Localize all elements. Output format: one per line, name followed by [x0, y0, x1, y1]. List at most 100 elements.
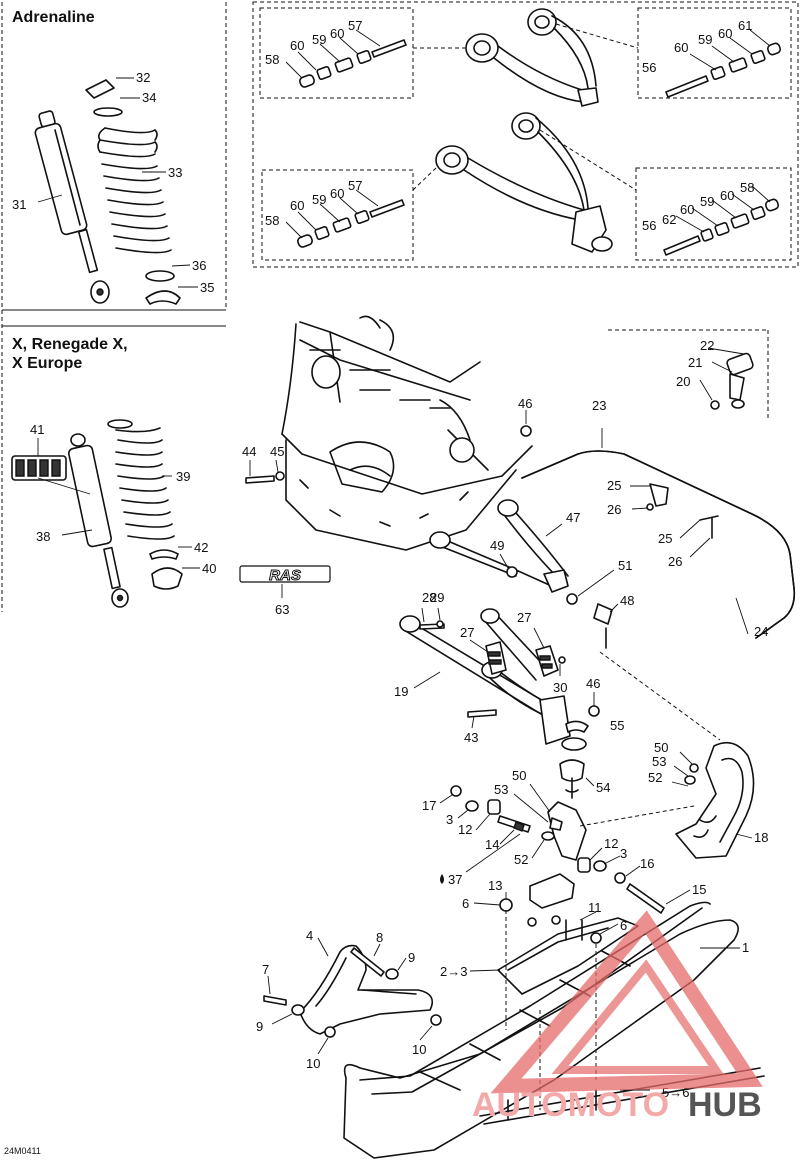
callout-3-b: 3 [620, 846, 627, 861]
panel-frames [1, 1, 799, 612]
callout-6-b: 6 [620, 918, 627, 933]
spindle-assembly [513, 651, 721, 861]
callout-23: 23 [592, 398, 606, 413]
callout-2-to-3: 2→3 [440, 964, 467, 979]
upper-arm-47 [245, 410, 619, 649]
callout-31: 31 [12, 197, 26, 212]
callout-60-c1: 60 [290, 198, 304, 213]
callout-30: 30 [553, 680, 567, 695]
callout-50-a: 50 [512, 768, 526, 783]
callout-26-b: 26 [668, 554, 682, 569]
callout-56-b: 56 [642, 60, 656, 75]
callout-17: 17 [422, 798, 436, 813]
callout-47: 47 [566, 510, 580, 525]
callout-46-b: 46 [586, 676, 600, 691]
callout-59-b: 59 [698, 32, 712, 47]
section-title-x-models-2: X Europe [12, 355, 82, 372]
callout-26-a: 26 [607, 502, 621, 517]
callout-6-a: 6 [462, 896, 469, 911]
ski-leg-4 [263, 937, 442, 1055]
section-title-adrenaline: Adrenaline [12, 9, 95, 26]
callout-39: 39 [176, 469, 190, 484]
callout-60-d1: 60 [680, 202, 694, 217]
callout-40: 40 [202, 561, 216, 576]
callout-34: 34 [142, 90, 156, 105]
callout-32: 32 [136, 70, 150, 85]
hardware-box-b [665, 29, 782, 98]
callout-60-a2: 60 [330, 26, 344, 41]
callout-55: 55 [610, 718, 624, 733]
callout-42: 42 [194, 540, 208, 555]
callout-45: 45 [270, 444, 284, 459]
callout-60-a1: 60 [290, 38, 304, 53]
callout-44: 44 [242, 444, 256, 459]
callout-60-b1: 60 [674, 40, 688, 55]
adrenaline-shock-assembly [34, 79, 181, 305]
callout-28: 28 [422, 590, 436, 605]
callout-22: 22 [700, 338, 714, 353]
automotohub-watermark: AUTOMOTO HUB [472, 910, 763, 1124]
adrenaline-leaders [37, 77, 198, 288]
grease-drop-icon [440, 874, 444, 884]
section-title-x-models-1: X, Renegade X, [12, 336, 128, 353]
callout-53-a: 53 [494, 782, 508, 797]
lower-arm-19 [399, 607, 600, 751]
upper-a-arm-detail [465, 8, 599, 107]
callout-13: 13 [488, 878, 502, 893]
callout-50-b: 50 [654, 740, 668, 755]
sway-bar-assembly [521, 329, 796, 639]
callout-21: 21 [688, 355, 702, 370]
callout-60-c2: 60 [330, 186, 344, 201]
x-models-shock-assembly [11, 419, 183, 608]
callout-25-b: 25 [658, 531, 672, 546]
hardware-box-d [663, 185, 780, 256]
callout-19: 19 [394, 684, 408, 699]
callout-38: 38 [36, 529, 50, 544]
callout-4: 4 [306, 928, 313, 943]
callout-18: 18 [754, 830, 768, 845]
callout-60-d2: 60 [720, 188, 734, 203]
callout-61-b: 61 [738, 18, 752, 33]
chassis-frame [281, 315, 533, 551]
callout-3-a: 3 [446, 812, 453, 827]
spindle-wear-block [529, 873, 575, 909]
callout-1: 1 [742, 940, 749, 955]
callout-27-a: 27 [460, 625, 474, 640]
callout-11: 11 [588, 900, 602, 915]
hardware-box-c [285, 189, 405, 248]
callout-52-a: 52 [514, 852, 528, 867]
diagram-code: 24M0411 [4, 1146, 41, 1156]
callout-33: 33 [168, 165, 182, 180]
callout-10-b: 10 [412, 1042, 426, 1057]
callout-9-b: 9 [256, 1019, 263, 1034]
callout-8: 8 [376, 930, 383, 945]
callout-62-d: 62 [662, 212, 676, 227]
spindle-bolt-stack-right [577, 847, 691, 914]
callout-59-a: 59 [312, 32, 326, 47]
callout-58-d: 58 [740, 180, 754, 195]
callout-24: 24 [754, 624, 768, 639]
hardware-box-a [285, 29, 407, 88]
callout-48: 48 [620, 593, 634, 608]
ras-badge-text: RAS [269, 567, 301, 584]
callout-49: 49 [490, 538, 504, 553]
ras-badge: RAS [239, 565, 331, 598]
callout-43: 43 [464, 730, 478, 745]
callout-10-a: 10 [306, 1056, 320, 1071]
callout-12-a: 12 [458, 822, 472, 837]
callout-27-b: 27 [517, 610, 531, 625]
callout-53-b: 53 [652, 754, 666, 769]
callout-63: 63 [275, 602, 289, 617]
callout-59-d: 59 [700, 194, 714, 209]
watermark-text-hub: HUB [688, 1086, 762, 1124]
spindle-18 [671, 741, 755, 859]
callout-29: 29 [430, 590, 444, 605]
callout-58-a: 58 [265, 52, 279, 67]
callout-52-b: 52 [648, 770, 662, 785]
callout-16: 16 [640, 856, 654, 871]
callout-57-c: 57 [348, 178, 362, 193]
callout-54: 54 [596, 780, 610, 795]
callout-35: 35 [200, 280, 214, 295]
lower-a-arm-detail [435, 112, 613, 253]
